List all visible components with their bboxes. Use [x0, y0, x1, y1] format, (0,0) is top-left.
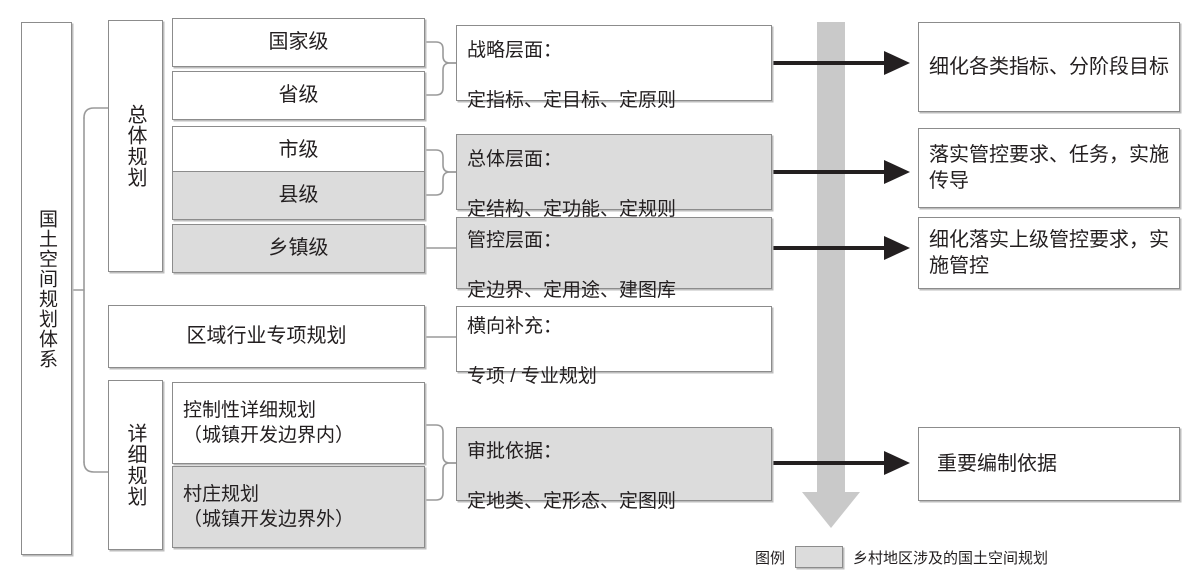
aspect-box-overall-text: 总体层面： 定结构、定功能、定规则 — [467, 122, 676, 222]
aspect-supplement-title: 横向补充： — [467, 315, 563, 337]
category-master-plan[interactable]: 总体规划 — [108, 20, 163, 272]
aspect-supplement-content: 专项 / 专业规划 — [467, 366, 597, 388]
aspect-overall-title: 总体层面： — [467, 148, 563, 170]
category-detailed-plan[interactable]: 详细规划 — [108, 380, 163, 550]
aspect-box-control[interactable]: 管控层面： 定边界、定用途、建图库 — [456, 217, 772, 301]
aspect-box-strategic[interactable]: 战略层面： 定指标、定目标、定原则 — [456, 25, 772, 111]
detailed-item-village[interactable]: 村庄规划 （城镇开发边界外） — [172, 466, 425, 548]
legend-description: 乡村地区涉及的国土空间规划 — [853, 549, 1049, 567]
detailed-item-village-label: 村庄规划 （城镇开发边界外） — [183, 483, 355, 530]
level-box-township-label: 乡镇级 — [268, 237, 329, 260]
detailed-item-regulatory-label: 控制性详细规划 （城镇开发边界内） — [183, 399, 355, 446]
outcome-box-important-basis-label: 重要编制依据 — [937, 452, 1057, 475]
aspect-control-title: 管控层面： — [467, 229, 563, 251]
aspect-box-strategic-text: 战略层面： 定指标、定目标、定原则 — [467, 13, 676, 113]
level-box-provincial-label: 省级 — [278, 84, 319, 107]
aspect-approval-content: 定地类、定形态、定图则 — [467, 491, 677, 513]
aspect-control-content: 定边界、定用途、建图库 — [467, 280, 677, 302]
category-detailed-plan-label: 详细规划 — [124, 423, 146, 507]
aspect-overall-content: 定结构、定功能、定规则 — [467, 199, 677, 221]
root-node[interactable]: 国土空间规划体系 — [21, 22, 72, 555]
level-box-provincial[interactable]: 省级 — [172, 71, 425, 120]
level-box-national-label: 国家级 — [268, 31, 329, 54]
aspect-box-approval-text: 审批依据： 定地类、定形态、定图则 — [467, 414, 676, 514]
aspect-strategic-title: 战略层面： — [467, 39, 563, 61]
outcome-box-control-transmission[interactable]: 落实管控要求、任务，实施传导 — [918, 128, 1180, 208]
special-plan-label: 区域行业专项规划 — [186, 325, 347, 348]
legend-swatch-icon — [795, 546, 844, 568]
aspect-box-supplement-text: 横向补充： 专项 / 专业规划 — [467, 289, 597, 389]
aspect-box-control-text: 管控层面： 定边界、定用途、建图库 — [467, 203, 676, 303]
aspect-box-overall[interactable]: 总体层面： 定结构、定功能、定规则 — [456, 134, 772, 220]
detailed-item-regulatory[interactable]: 控制性详细规划 （城镇开发边界内） — [172, 382, 425, 464]
outcome-box-indicators-label: 细化各类指标、分阶段目标 — [929, 55, 1169, 78]
legend-label: 图例 — [755, 549, 786, 567]
level-box-county-label: 县级 — [278, 184, 319, 207]
outcome-box-important-basis[interactable]: 重要编制依据 — [918, 427, 1180, 501]
level-box-national[interactable]: 国家级 — [172, 18, 425, 67]
level-box-township[interactable]: 乡镇级 — [172, 224, 425, 273]
flow-arrow-icon — [802, 22, 860, 528]
legend: 图例 乡村地区涉及的国土空间规划 — [755, 546, 1048, 568]
level-box-county[interactable]: 县级 — [172, 171, 425, 220]
aspect-strategic-content: 定指标、定目标、定原则 — [467, 90, 677, 112]
outcome-box-refine-control[interactable]: 细化落实上级管控要求，实施管控 — [918, 217, 1180, 289]
special-plan-box[interactable]: 区域行业专项规划 — [108, 305, 425, 368]
outcome-box-refine-control-label: 细化落实上级管控要求，实施管控 — [929, 228, 1169, 277]
outcome-box-control-transmission-label: 落实管控要求、任务，实施传导 — [929, 143, 1169, 192]
category-master-plan-label: 总体规划 — [124, 104, 146, 188]
level-box-city[interactable]: 市级 — [172, 126, 425, 175]
level-box-city-label: 市级 — [278, 139, 319, 162]
aspect-box-approval[interactable]: 审批依据： 定地类、定形态、定图则 — [456, 427, 772, 512]
aspect-box-supplement[interactable]: 横向补充： 专项 / 专业规划 — [456, 306, 772, 387]
root-node-label: 国土空间规划体系 — [36, 208, 57, 369]
outcome-box-indicators[interactable]: 细化各类指标、分阶段目标 — [918, 22, 1180, 112]
aspect-approval-title: 审批依据： — [467, 440, 563, 462]
